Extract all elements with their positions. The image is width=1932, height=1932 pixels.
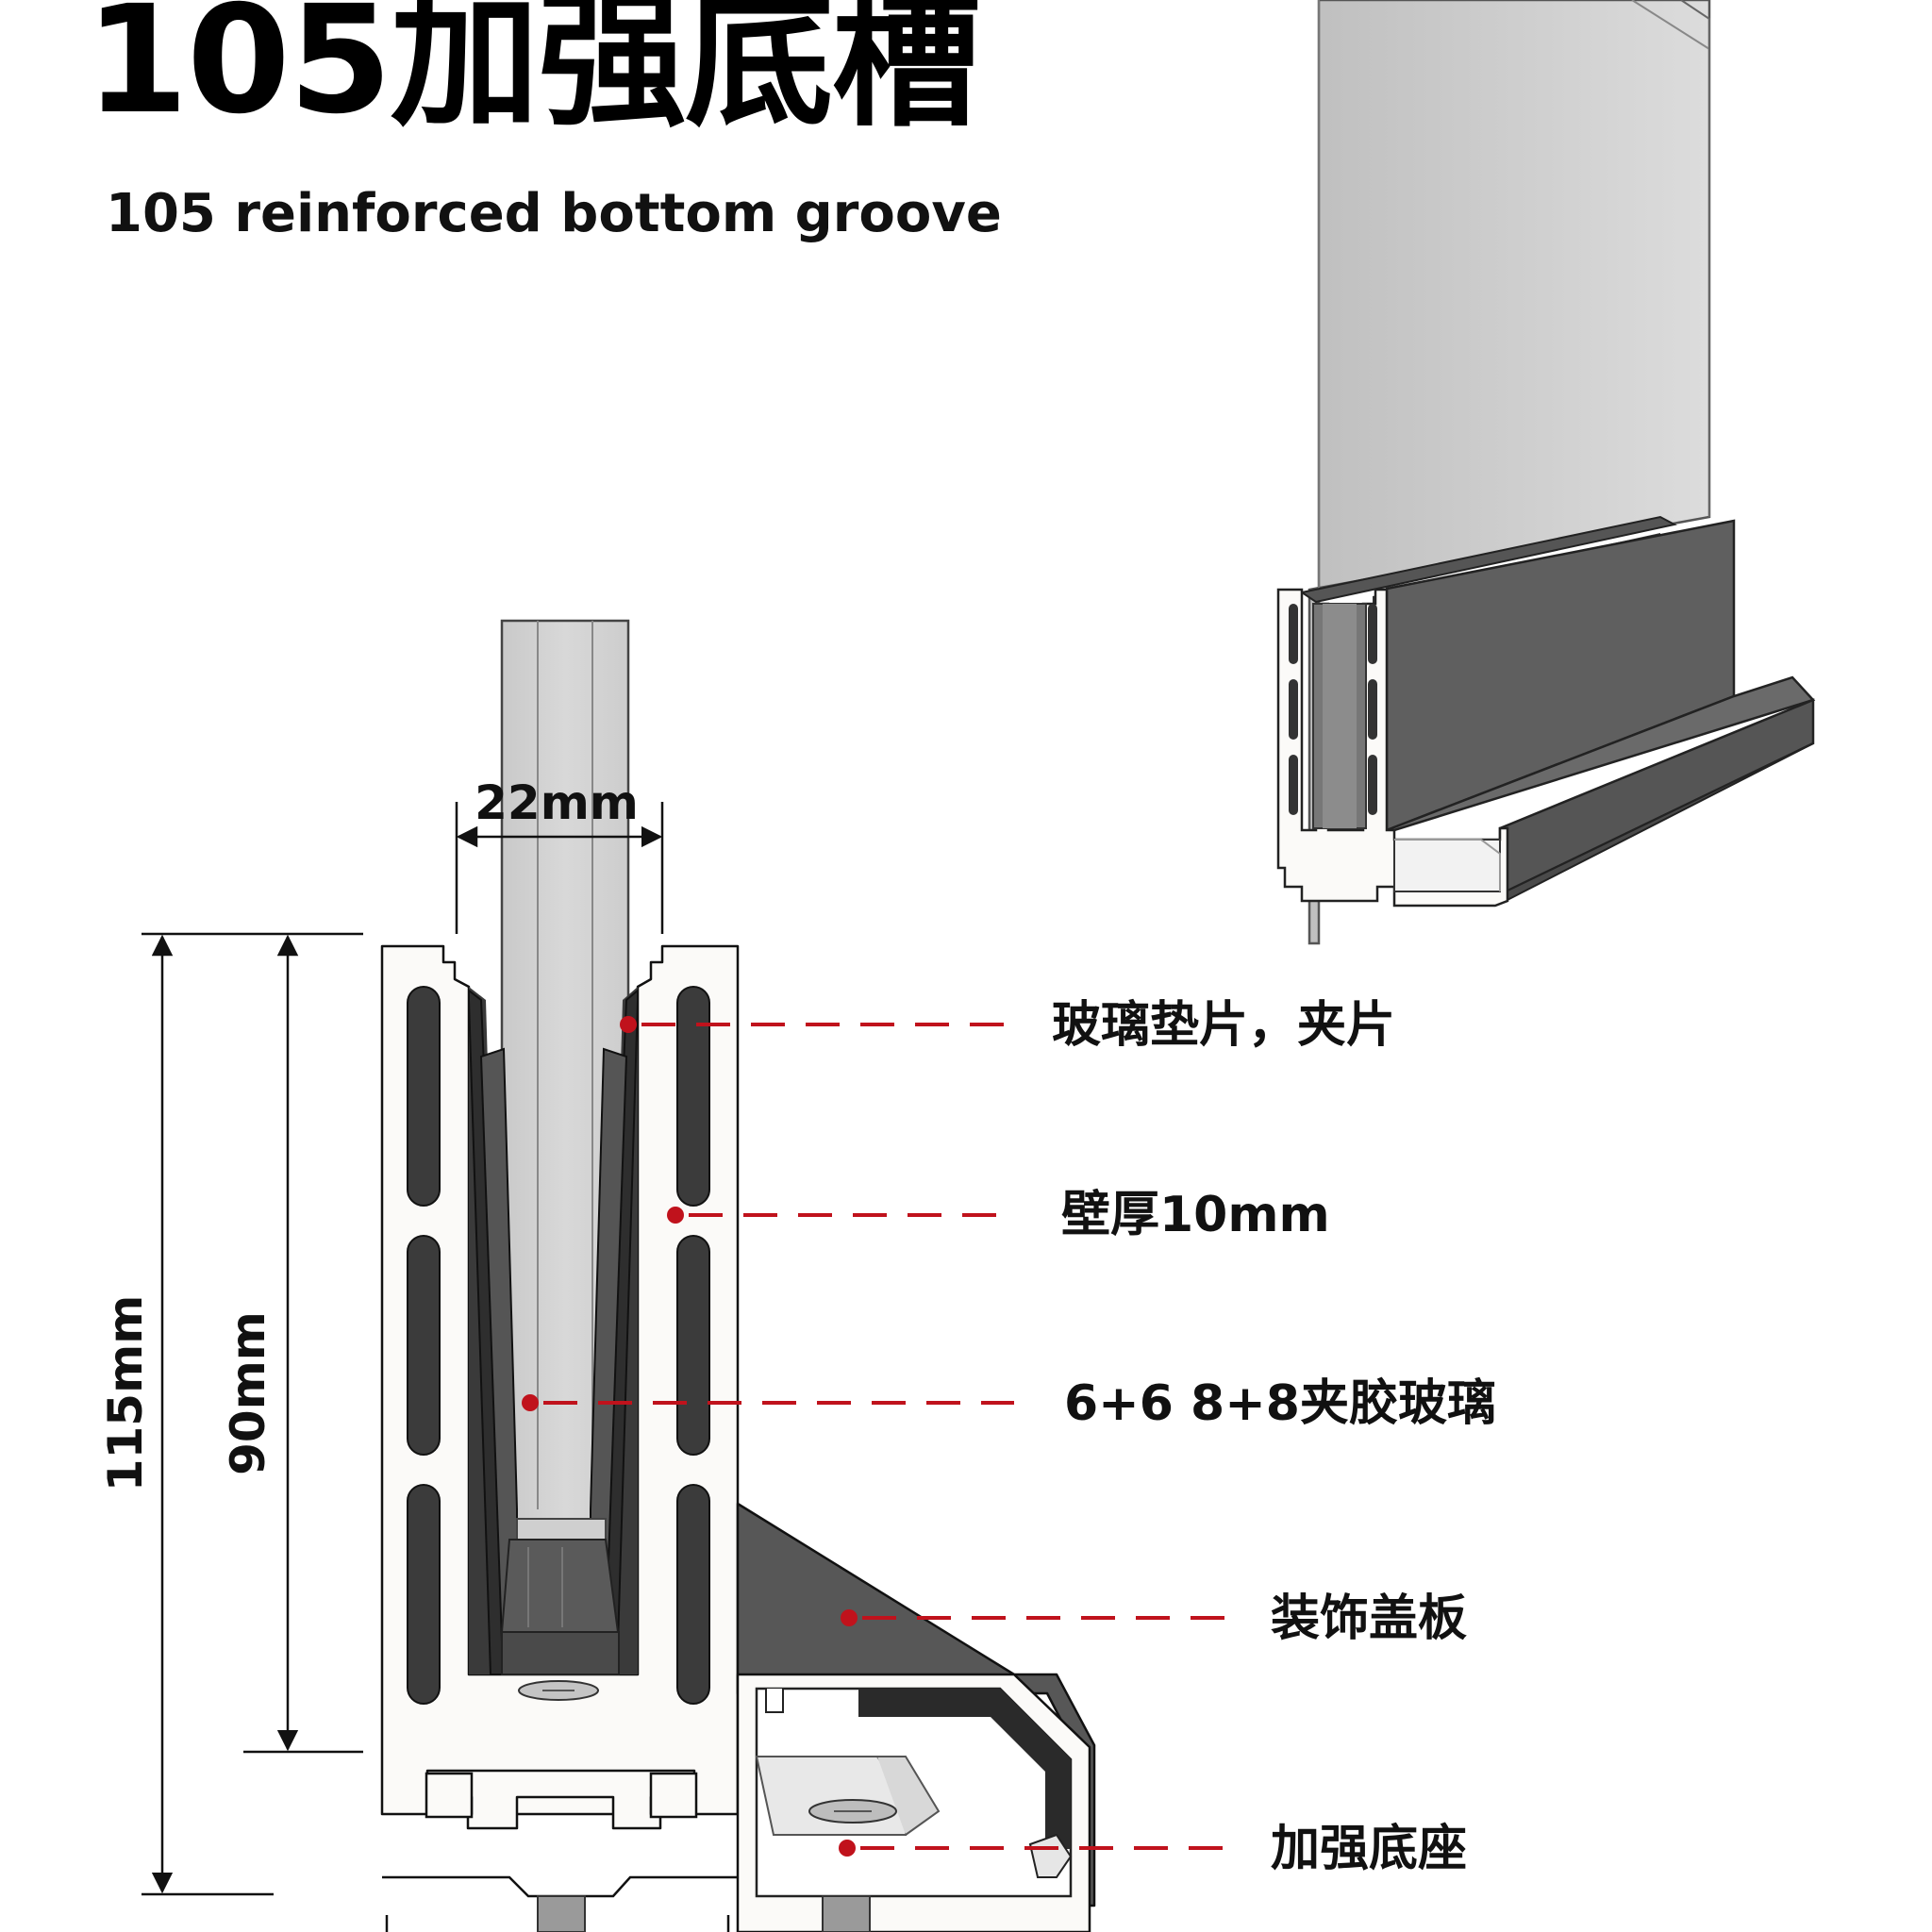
callout-cover-label: 装饰盖板: [1271, 1591, 1467, 1647]
perspective-view: [1276, 0, 1816, 945]
dimension-height-total: 115mm: [98, 932, 363, 1896]
callout-gasket-label: 玻璃垫片，夹片: [1052, 997, 1395, 1054]
dimension-width: 22mm: [455, 775, 664, 934]
callout-wall: 壁厚10mm: [667, 1187, 1330, 1243]
dimension-width-label: 22mm: [475, 775, 639, 830]
left-wall-slots: [407, 986, 441, 1705]
right-wall-slots: [676, 986, 710, 1705]
anchor-bolt-left: [537, 1895, 586, 1932]
bottom-dim-ticks: [385, 1915, 730, 1932]
callout-glass-label: 6+6 8+8夹胶玻璃: [1064, 1375, 1496, 1432]
dimension-height-groove: 90mm: [221, 934, 363, 1754]
perspective-glass-pane: [1307, 0, 1711, 945]
callout-gasket: 玻璃垫片，夹片: [620, 997, 1395, 1054]
callout-base: 加强底座: [839, 1821, 1467, 1877]
callout-wall-label: 壁厚10mm: [1061, 1187, 1330, 1243]
dimension-height-groove-label: 90mm: [221, 1311, 275, 1475]
cross-section: [380, 619, 1096, 1932]
page-subtitle: 105 reinforced bottom groove: [106, 183, 1002, 244]
page-title: 105加强底槽: [85, 0, 979, 147]
callout-cover: 装饰盖板: [841, 1591, 1467, 1647]
dimension-height-total-label: 115mm: [98, 1295, 153, 1492]
callout-glass: 6+6 8+8夹胶玻璃: [522, 1375, 1496, 1432]
callout-base-label: 加强底座: [1271, 1821, 1467, 1877]
anchor-bolt-right: [822, 1895, 871, 1932]
